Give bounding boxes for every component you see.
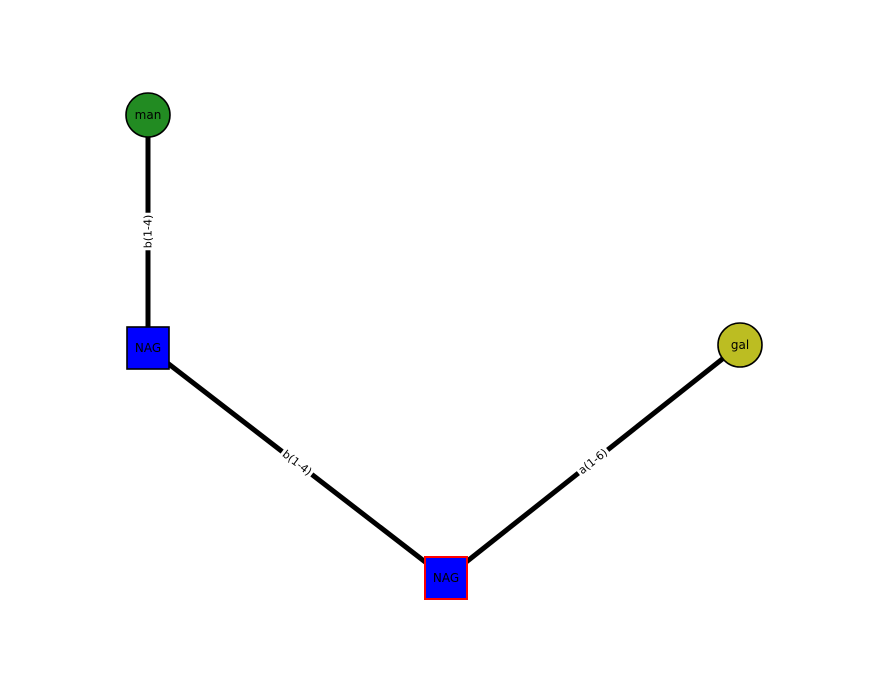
node-man-circle	[125, 92, 171, 138]
edge-label: b(1-4)	[142, 215, 155, 249]
node-gal-circle	[717, 322, 763, 368]
edge-label-background	[277, 445, 317, 481]
edge-label-group-nag-2-gal: a(1-6)	[573, 444, 613, 479]
edge-label-group-nag-1-nag-2: b(1-4)	[277, 445, 317, 481]
node-nag-1-square	[126, 326, 170, 370]
edge-label-group-man-nag-1: b(1-4)	[140, 212, 156, 251]
edge-label-background	[573, 444, 613, 479]
edge-label-background	[140, 212, 156, 251]
node-nag-2-square	[424, 556, 468, 600]
